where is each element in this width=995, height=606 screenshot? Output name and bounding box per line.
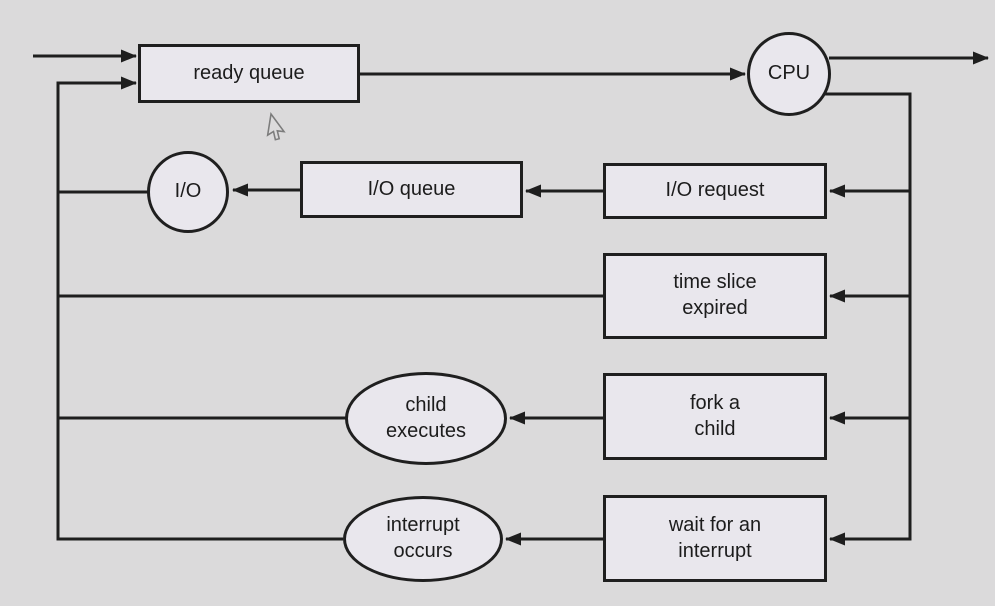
time-slice-expired-label: time slice expired — [673, 271, 757, 319]
node-time-slice-expired: time slice expired — [603, 243, 837, 339]
node-fork-a-child: fork a child — [603, 363, 837, 460]
io-queue-label: I/O queue — [367, 177, 456, 200]
interrupt-occurs-label: interrupt occurs — [386, 514, 460, 562]
wait-for-interrupt-label: wait for an interrupt — [668, 513, 762, 562]
edge-cpu-to-wait-interrupt — [823, 92, 912, 546]
node-io-queue: I/O queue — [300, 151, 533, 218]
io-label: I/O — [174, 180, 202, 203]
io-request-label: I/O request — [665, 179, 765, 202]
child-executes-label: child executes — [385, 393, 467, 442]
cpu-label: CPU — [767, 62, 811, 85]
ready-queue-label: ready queue — [193, 61, 305, 84]
edge-loop-to-ready-queue — [56, 76, 343, 541]
node-cpu: CPU — [747, 32, 838, 120]
node-io-request: I/O request — [603, 153, 837, 219]
fork-a-child-label: fork a child — [689, 391, 741, 440]
node-ready-queue: ready queue — [138, 34, 370, 103]
node-child-executes: child executes — [345, 365, 520, 465]
mouse-cursor-icon — [266, 112, 286, 141]
node-io: I/O — [147, 151, 236, 237]
node-wait-for-interrupt: wait for an interrupt — [603, 485, 837, 582]
node-interrupt-occurs: interrupt occurs — [343, 489, 516, 582]
